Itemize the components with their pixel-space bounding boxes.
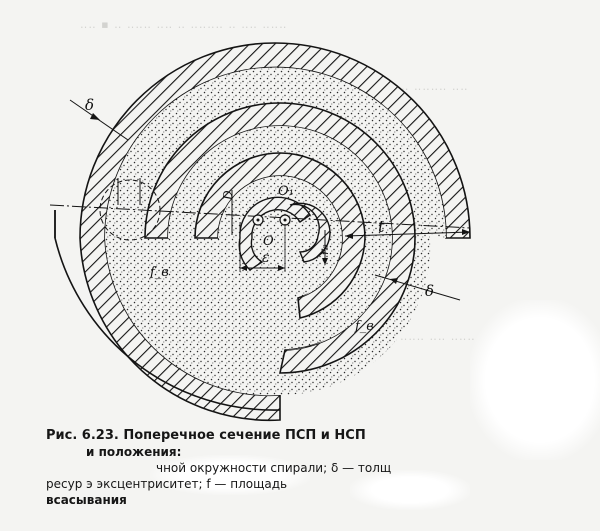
caption-title: Рис. 6.23. Поперечное сечение ПСП и НСП [46,428,366,443]
label-t: t [378,217,385,236]
label-r0: r₀ [317,244,331,255]
t-dimension [344,231,471,237]
scan-smudge [150,455,310,495]
bleed-through-text: ‥‥‥ ‥‥ ‥‥‥ [400,330,476,343]
label-d-vertical: D [221,190,235,201]
label-fb-left: f_в [149,265,169,280]
inner-scroll-right [289,202,331,263]
left-detail-circle [99,179,161,241]
outer-lower-arc [54,210,281,411]
figure-caption: Рис. 6.23. Поперечное сечение ПСП и НСП … [46,428,586,508]
label-epsilon: ε [262,250,270,266]
caption-line-3: ресур э эксцентриситет; f — площадь [46,477,288,491]
label-delta-top: δ [85,96,94,114]
label-O: O [263,234,274,249]
caption-line-1: и положения: [86,445,182,459]
label-O1: O₁ [278,184,294,199]
delta-leader-right [374,274,461,301]
bleed-through-text: ‥‥ ▪ ‥ ‥‥‥ ‥‥ ‥ ‥‥‥‥ ‥ ‥‥ ‥‥‥ [80,18,288,31]
scan-smudge [350,470,470,510]
caption-line-2: чной окружности спирали; δ — толщ [156,461,392,475]
label-fb-right: f_в [354,319,374,334]
scan-smudge [470,300,600,460]
delta-leader-top [69,99,129,141]
caption-line-4: всасывания [46,493,127,507]
label-delta-right: δ [425,282,434,300]
